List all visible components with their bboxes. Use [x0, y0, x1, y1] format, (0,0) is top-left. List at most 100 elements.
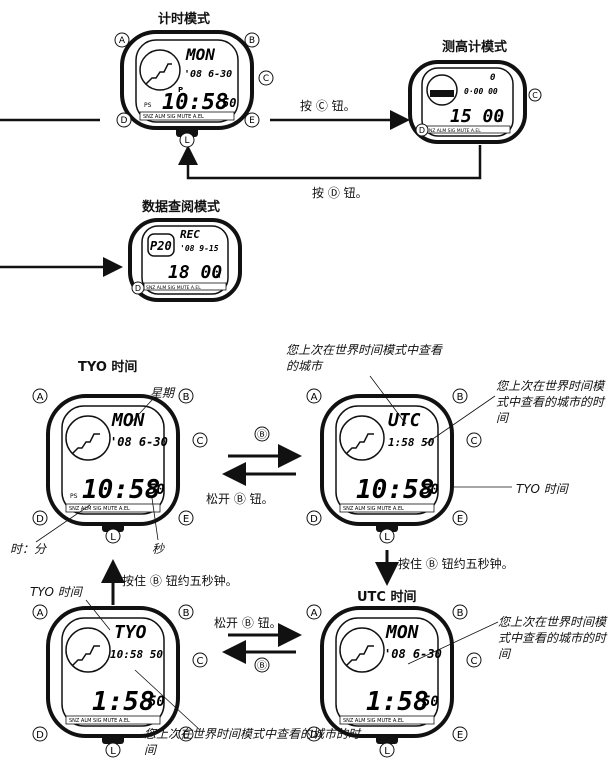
callout-city-tr	[369, 375, 407, 425]
tyo-day: MON	[111, 410, 146, 431]
svg-text:C: C	[197, 656, 204, 667]
svg-text:B: B	[183, 392, 190, 403]
svg-text:D: D	[36, 730, 44, 741]
svg-text:D: D	[36, 514, 44, 525]
svg-text:E: E	[183, 730, 189, 741]
callout-tyo-left	[85, 599, 111, 631]
watch-tyo-city: TYO 10:58 50 1:58 50 SNZ ALM SIG MUTE A.…	[46, 606, 180, 744]
svg-text:Ⓑ: Ⓑ	[257, 660, 267, 672]
tyo-date: '08 6-30	[110, 435, 168, 449]
svg-text:D: D	[310, 730, 318, 741]
day-text: MON	[185, 45, 215, 64]
recall-title: 数据查阅模式	[142, 200, 221, 215]
watch-utc-city: UTC 1:58 50 10:58 50 SNZ ALM SIG MUTE A.…	[320, 394, 454, 532]
svg-text:D: D	[135, 284, 141, 293]
callout-citytime-bottom	[134, 669, 201, 731]
altimeter-title: 测高计模式	[442, 40, 508, 55]
rec-strip: SNZ ALM SIG MUTE A.EL	[146, 285, 201, 291]
utc-city: UTC	[388, 410, 421, 431]
svg-text:B: B	[457, 608, 464, 619]
release-b-top: 松开 Ⓑ 钮。	[206, 492, 274, 506]
svg-text:A: A	[311, 392, 318, 403]
watch-altimeter: 0 0·00 00 15 00 m SNZ ALM SIG MUTE A.EL	[408, 60, 527, 144]
rec-unit: m	[215, 272, 221, 280]
alt-strip: SNZ ALM SIG MUTE A.EL	[426, 128, 481, 134]
time-text: 10:58	[162, 90, 228, 115]
utc2-strip: SNZ ALM SIG MUTE A.EL	[343, 718, 404, 724]
svg-text:A: A	[37, 608, 44, 619]
hold-b-right: 按住 Ⓑ 钮约五秒钟。	[398, 557, 514, 571]
rec-pnum: P20	[150, 239, 172, 253]
svg-text:E: E	[457, 514, 463, 525]
callout-hourmin	[35, 504, 91, 543]
svg-text:D: D	[121, 116, 128, 126]
utc-strip: SNZ ALM SIG MUTE A.EL	[343, 506, 404, 512]
date-text: '08 6-30	[184, 69, 232, 80]
hold-b-left: 按住 Ⓑ 钮约五秒钟。	[122, 574, 238, 588]
svg-text:Ⓑ: Ⓑ	[257, 429, 267, 441]
watch-utc-time: MON '08 6-30 1:58 50 SNZ ALM SIG MUTE A.…	[320, 606, 454, 744]
utc2-day: MON	[385, 622, 420, 643]
utc-sub: 1:58 50	[388, 436, 435, 449]
svg-text:L: L	[384, 746, 390, 757]
callout-second	[151, 497, 159, 541]
svg-text:C: C	[197, 436, 204, 447]
city-last-label: 您上次在世界时间模式中查看的城市	[286, 343, 443, 373]
svg-text:E: E	[249, 116, 255, 126]
svg-text:B: B	[183, 608, 190, 619]
utc2-time: 1:58	[366, 687, 429, 717]
city-time-br-label: 您上次在世界时间模式中查看的城市的时间	[498, 615, 607, 661]
utc2-date: '08 6-30	[384, 647, 442, 661]
strip-text: SNZ ALM SIG MUTE A.EL	[143, 114, 204, 120]
svg-text:E: E	[183, 514, 189, 525]
top-button-markers: A B C D E L C D D	[114, 32, 542, 295]
svg-text:E: E	[457, 730, 463, 741]
bottom-button-markers: A B C D E L A B C D E L A B C D E L A B …	[32, 388, 482, 758]
watch-tyo-time: MON '08 6-30 PS 10:58 50 SNZ ALM SIG MUT…	[46, 394, 180, 532]
rec-label: REC	[180, 228, 200, 241]
svg-text:L: L	[110, 746, 116, 757]
svg-text:C: C	[471, 656, 478, 667]
rec-date: '08 9-15	[180, 244, 219, 253]
watch-timekeeping: MON '08 6-30 P PS 10:58 50 SNZ ALM SIG M…	[120, 30, 254, 137]
utc2-sec: 50	[422, 694, 439, 710]
watch-recall: P20 REC '08 9-15 18 00 m SNZ ALM SIG MUT…	[128, 218, 242, 302]
svg-text:A: A	[37, 392, 44, 403]
tyo2-strip: SNZ ALM SIG MUTE A.EL	[69, 718, 130, 724]
arrow-altimeter-to-timekeeping	[178, 145, 482, 180]
svg-text:B: B	[249, 36, 255, 46]
city-time-tr-label: 您上次在世界时间模式中查看的城市的时间	[496, 379, 605, 425]
svg-text:L: L	[110, 532, 116, 543]
svg-text:D: D	[419, 126, 425, 135]
svg-text:C: C	[532, 91, 538, 100]
press-c-label: 按 Ⓒ 钮。	[300, 99, 356, 113]
tyo-time-right-label: TYO 时间	[516, 482, 568, 496]
tyo2-sec: 50	[148, 694, 165, 710]
rec-time: 18 00	[168, 262, 222, 283]
callout-citytime-tr	[423, 395, 496, 446]
utc-time-title: UTC 时间	[357, 590, 417, 605]
svg-text:C: C	[471, 436, 478, 447]
city-time-bottom-label: 您上次在世界时间模式中查看的城市的时间	[144, 727, 361, 757]
sec-text: 50	[222, 96, 236, 110]
tyo-sec: 50	[148, 482, 165, 498]
svg-text:C: C	[263, 74, 269, 84]
tyo2-time: 1:58	[92, 687, 155, 717]
timekeeping-title: 计时模式	[158, 12, 211, 27]
svg-text:L: L	[184, 136, 189, 146]
svg-text:A: A	[311, 608, 318, 619]
press-d-label: 按 Ⓓ 钮。	[312, 186, 368, 200]
svg-text:L: L	[384, 532, 390, 543]
ps-mark: PS	[144, 102, 152, 109]
pm-mark: P	[178, 86, 183, 94]
tyo2-sub: 10:58 50	[110, 648, 163, 661]
callout-citytime-br	[407, 621, 499, 665]
svg-text:B: B	[457, 392, 464, 403]
alt-time: 15 00	[450, 106, 504, 127]
weekday-label: 星期	[150, 386, 175, 400]
release-b-bottom: 松开 Ⓑ 钮。	[214, 616, 282, 630]
callout-weekday	[127, 399, 153, 427]
alt-top: 0	[490, 73, 496, 83]
alt-mid: 0·00 00	[464, 87, 498, 96]
